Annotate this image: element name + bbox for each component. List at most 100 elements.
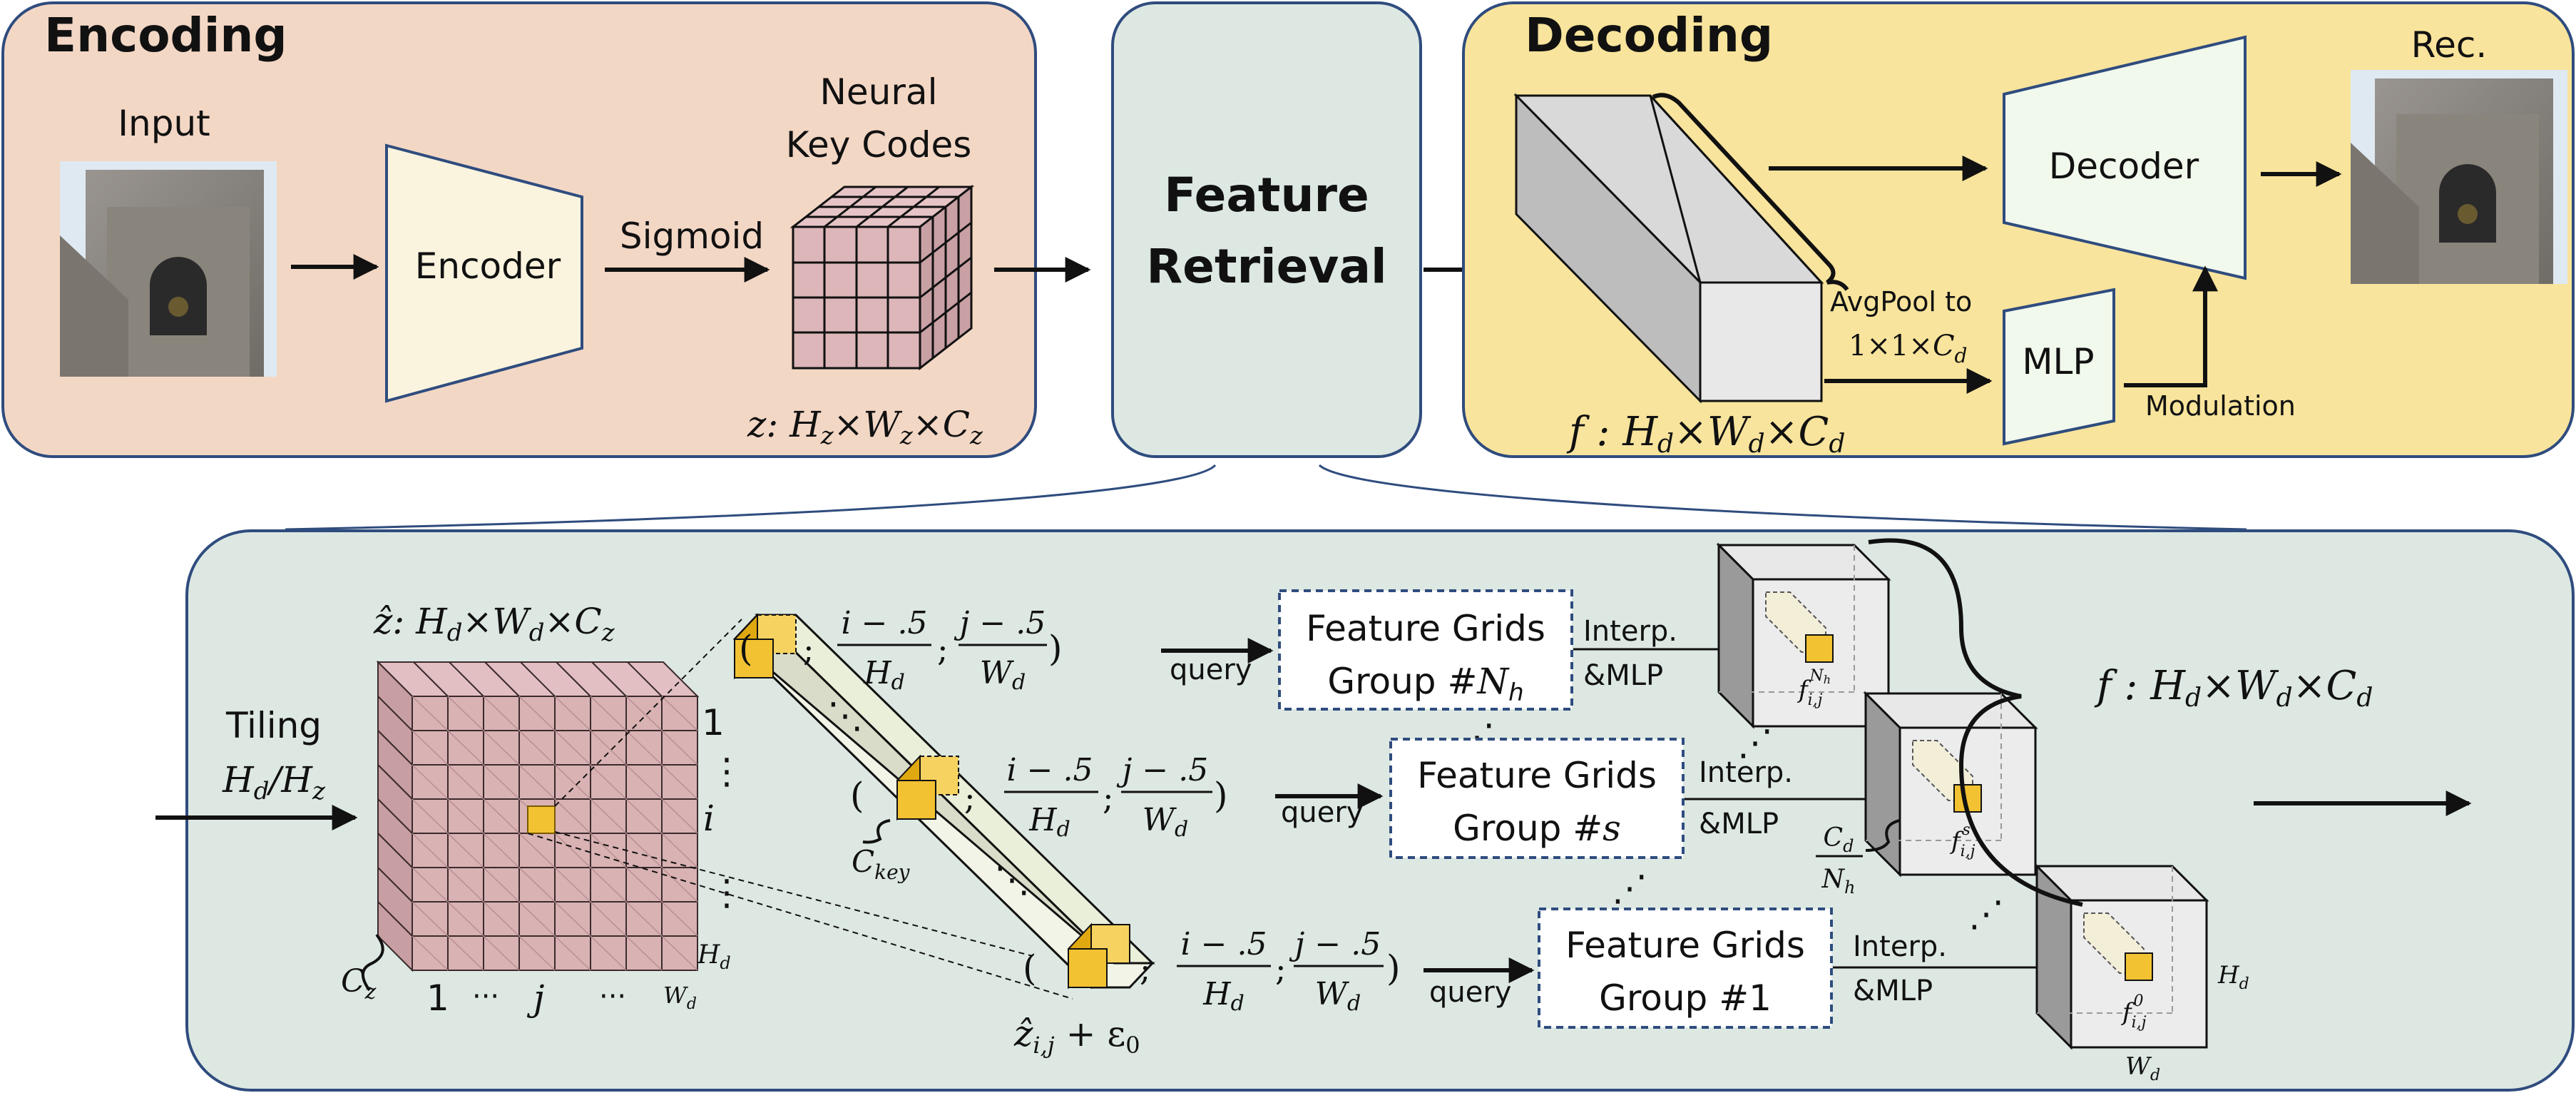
column-dots-2: ⋱ [994, 859, 1030, 900]
tiling-label-1: Tiling [225, 705, 322, 746]
feature-volume [1513, 93, 1824, 404]
interp-label-top-2: &MLP [1583, 659, 1663, 692]
mlp-block [2003, 288, 2115, 446]
group-dots-2: ⋰ [1612, 868, 1647, 909]
neural-key-codes-label-2: Key Codes [786, 124, 972, 166]
coord-tuple-bottom: ( ; i − .5 Hd ; j − .5 Wd ) [1023, 926, 1401, 1016]
group-nh-line2: Group #Nh [1327, 661, 1523, 707]
key-cell-mid [896, 754, 959, 821]
interp-label-top-1: Interp. [1583, 615, 1677, 648]
encoding-title: Encoding [44, 8, 287, 63]
decoder-label: Decoder [2049, 146, 2199, 187]
ckey-brace [862, 819, 891, 844]
row-label-1: 1 [702, 702, 725, 743]
rec-label: Rec. [2411, 24, 2488, 66]
group-s-line1: Feature Grids [1417, 755, 1657, 796]
feature-grids-group-nh: Feature Grids Group #Nh [1278, 589, 1573, 711]
input-image [60, 161, 277, 377]
feature-cube-1: fi,j0 [2034, 863, 2209, 1050]
feature-grids-group-s: Feature Grids Group #s [1389, 738, 1685, 859]
feature-brace [1868, 538, 2083, 907]
group-s-line2: Group #s [1453, 808, 1621, 849]
coord-tuple-mid: ( ; i − .5 Hd ; j − .5 Wd ) [850, 752, 1228, 842]
key-cell-top [734, 613, 797, 680]
interp-label-mid-1: Interp. [1699, 756, 1793, 789]
svg-text:;: ; [1140, 950, 1151, 988]
feature-retrieval-title-1: Feature [1164, 168, 1369, 223]
interp-label-mid-2: &MLP [1699, 808, 1779, 840]
tiling-label-2: Hd/Hz [222, 759, 326, 805]
decoder-block [2003, 35, 2247, 280]
f-shape-label-top: f : Hd×Wd×Cd [1566, 409, 1845, 459]
encoder-label: Encoder [415, 245, 561, 287]
svg-text:Wd: Wd [1315, 976, 1361, 1016]
svg-text:(: ( [850, 775, 864, 816]
svg-text:(: ( [1023, 947, 1037, 989]
group-nh-line1: Feature Grids [1306, 608, 1545, 649]
key-column: ⋱ ⋱ [732, 613, 1155, 990]
encoding-panel: Encoding Input Encoder Sigmoid Neural Ke… [1, 1, 1037, 458]
svg-text:;: ; [1275, 950, 1287, 988]
reconstructed-image [2351, 70, 2567, 284]
svg-text:j − .5: j − .5 [1289, 926, 1381, 962]
row-dots-1: ⋮ [709, 751, 745, 792]
group-1-line1: Feature Grids [1565, 925, 1805, 966]
detail-panel: ẑ: Hd×Wd×Cz Tiling Hd/Hz 1 ⋮ i ⋮ Hd 1 ··… [155, 529, 2575, 1092]
svg-text:i − .5: i − .5 [1181, 926, 1267, 962]
feature-retrieval-title-2: Retrieval [1146, 239, 1386, 294]
svg-text:;: ; [964, 778, 976, 817]
cd-nh-brace [1865, 819, 1901, 852]
input-label: Input [118, 103, 210, 144]
svg-text:j − .5: j − .5 [1116, 752, 1208, 788]
feature-cube-nh: fi,jNh [1716, 542, 1891, 729]
column-dots-1: ⋱ [827, 695, 863, 736]
coord-tuple-top: ( ; i − .5 Hd ; j − .5 Wd ) [739, 605, 1063, 695]
key-cell-bottom [1068, 922, 1130, 990]
avgpool-label-2: 1×1×Cd [1849, 330, 1967, 367]
row-label-i: i [703, 798, 715, 839]
query-label-top: query [1170, 654, 1252, 686]
modulation-label: Modulation [2145, 390, 2296, 422]
svg-text:;: ; [1103, 778, 1114, 817]
z-shape-label: z: Hz×Wz×Cz [747, 404, 983, 450]
svg-text:i − .5: i − .5 [842, 605, 928, 641]
cube-dots-2: ⋰ [1968, 893, 2004, 935]
svg-text:): ) [1214, 775, 1228, 816]
query-label-bottom: query [1429, 976, 1511, 1009]
decoding-title: Decoding [1525, 8, 1773, 63]
row-dots-2: ⋮ [709, 872, 745, 913]
f-shape-label-bottom: f : Hd×Wd×Cd [2094, 663, 2373, 713]
neural-key-codes-cube [789, 184, 975, 371]
col-dots-2: ··· [599, 980, 626, 1013]
feature-cube-s: fi,js [1863, 691, 2038, 878]
encoder-block [385, 143, 583, 403]
interp-label-bottom-2: &MLP [1853, 975, 1933, 1007]
feature-retrieval-panel: Feature Retrieval [1111, 1, 1422, 458]
group-1-line2: Group #1 [1599, 977, 1772, 1019]
query-label-mid: query [1281, 796, 1363, 829]
tiled-code-cube [376, 660, 700, 972]
cz-brace [362, 933, 384, 992]
selected-code-cell [527, 805, 556, 834]
ckey-label: Ckey [852, 844, 911, 884]
svg-text:;: ; [937, 630, 949, 668]
channel-brace [1652, 93, 1849, 291]
zhat-ij-label: ẑi,j + ε0 [1013, 1013, 1140, 1059]
sigmoid-label: Sigmoid [620, 215, 764, 257]
mlp-label: MLP [2022, 341, 2094, 382]
svg-text:;: ; [803, 630, 814, 668]
cube-dots-1: ⋰ [1737, 722, 1773, 763]
svg-text:(: ( [739, 628, 753, 669]
interp-label-bottom-1: Interp. [1853, 930, 1947, 963]
svg-text:j − .5: j − .5 [954, 605, 1046, 641]
feature-grids-group-1: Feature Grids Group #1 [1538, 908, 1833, 1029]
decoding-panel: Decoding Decoder Rec. AvgPool to 1×1×Cd … [1462, 1, 2575, 459]
col-label-1: 1 [426, 977, 449, 1019]
svg-text:): ) [1386, 947, 1401, 989]
zhat-shape-label: ẑ: Hd×Wd×Cz [373, 601, 615, 647]
svg-text:): ) [1048, 628, 1063, 669]
col-dots-1: ··· [472, 980, 499, 1013]
svg-text:i − .5: i − .5 [1007, 752, 1093, 788]
svg-text:Hd: Hd [1028, 802, 1070, 842]
